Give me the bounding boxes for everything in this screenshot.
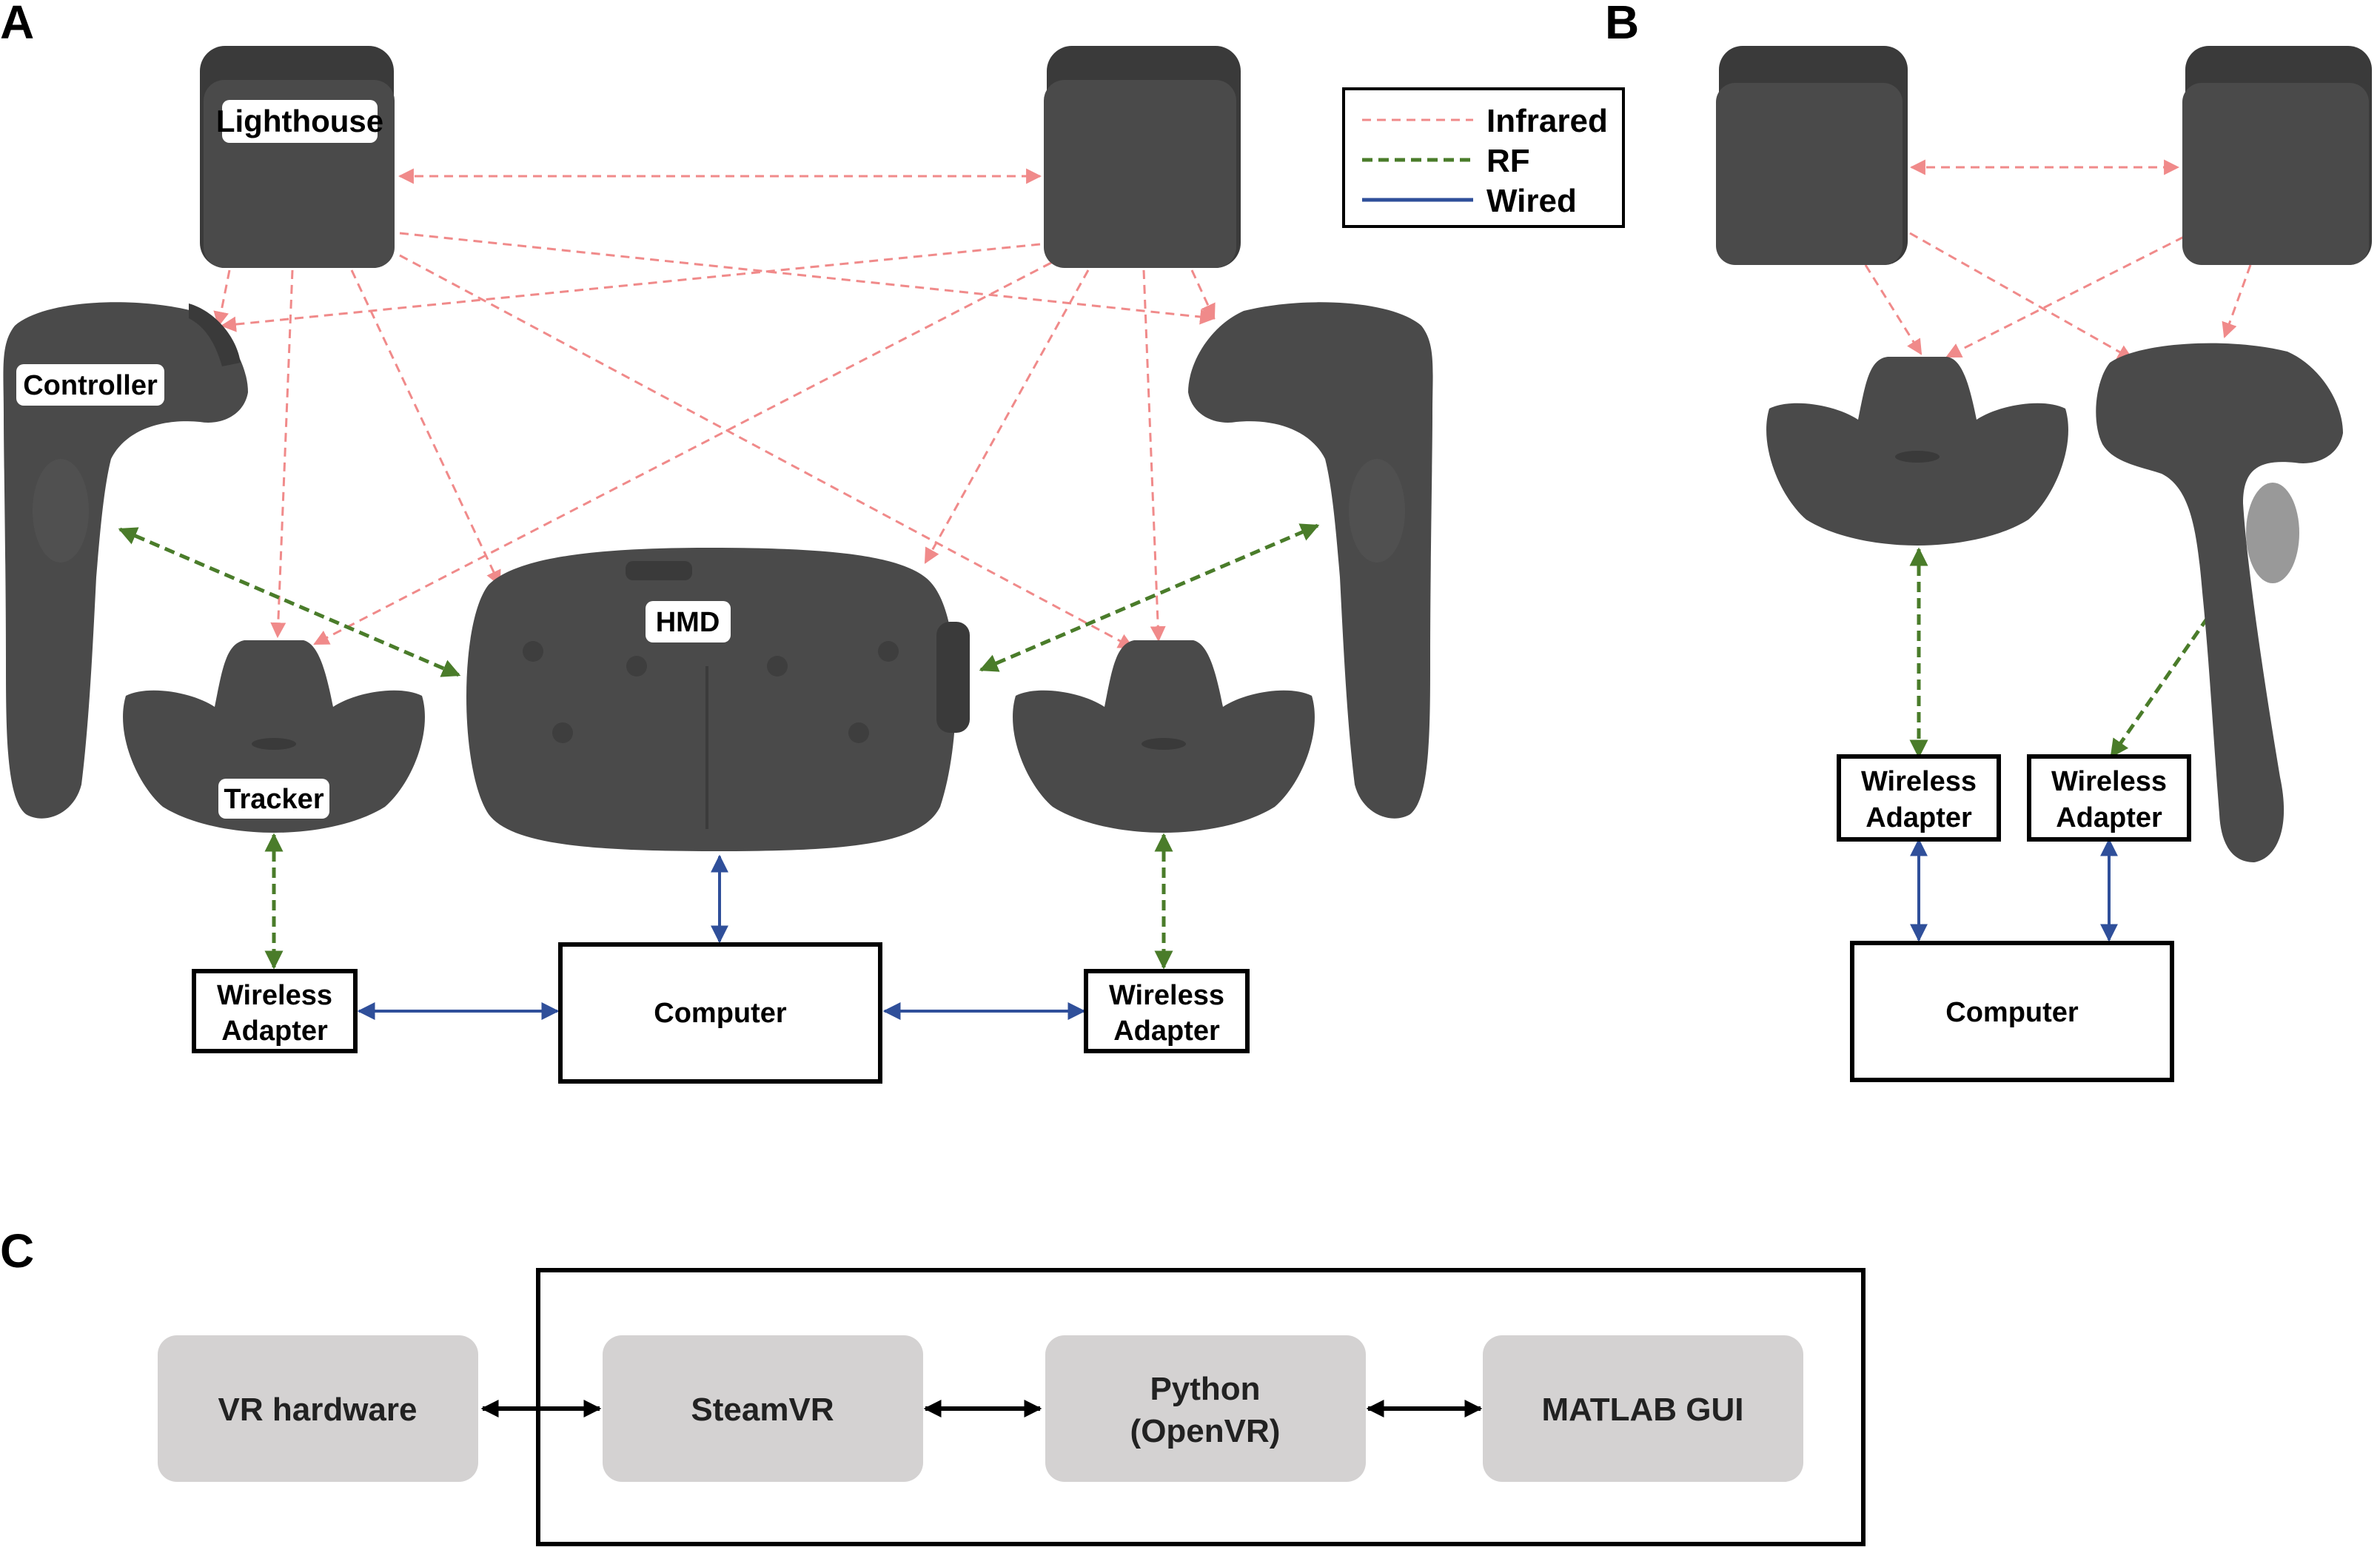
controller-left bbox=[3, 302, 248, 819]
label-tracker: Tracker bbox=[218, 779, 329, 819]
rf-hmd-to-right-controller bbox=[979, 523, 1320, 672]
svg-text:Adapter: Adapter bbox=[1113, 1016, 1220, 1047]
svg-text:Wireless: Wireless bbox=[1109, 980, 1224, 1011]
lighthouse-right-b bbox=[2182, 46, 2372, 265]
ir-right-lh-to-hmd bbox=[924, 269, 1090, 564]
wireless-adapter-left-b: Wireless Adapter bbox=[1837, 754, 2001, 842]
ir-left-lh-to-left-tracker bbox=[270, 269, 294, 639]
ir-b-right-lh-to-controller bbox=[2222, 264, 2252, 338]
ir-left-lh-to-right-controller bbox=[399, 232, 1216, 325]
computer-box-b: Computer bbox=[1850, 941, 2174, 1082]
wireless-adapter-right-b: Wireless Adapter bbox=[2027, 754, 2191, 842]
lighthouse-left bbox=[200, 46, 395, 268]
controller-right bbox=[1188, 302, 1433, 819]
ir-b-left-lh-to-controller bbox=[1909, 232, 2133, 360]
svg-text:Wireless: Wireless bbox=[2051, 766, 2167, 797]
box-vr-hardware: VR hardware bbox=[158, 1335, 478, 1482]
legend-wired-label: Wired bbox=[1486, 183, 1577, 219]
ir-left-lh-to-hmd bbox=[350, 269, 501, 586]
tracker-left bbox=[123, 640, 425, 833]
tracker-b bbox=[1766, 357, 2068, 546]
panel-letter-a: A bbox=[0, 0, 34, 49]
svg-text:VR hardware: VR hardware bbox=[218, 1392, 418, 1428]
label-hmd: HMD bbox=[646, 601, 731, 642]
panel-b-wired-links bbox=[1910, 838, 2118, 942]
panel-b-infrared-links bbox=[1864, 159, 2252, 360]
lighthouse-left-b bbox=[1716, 46, 1908, 265]
legend-infrared-label: Infrared bbox=[1486, 103, 1608, 139]
panel-a-rf-links bbox=[118, 523, 1320, 970]
panel-a-wired-links bbox=[357, 854, 1086, 1020]
ir-right-lh-to-left-controller bbox=[220, 243, 1041, 332]
panel-letter-b: B bbox=[1605, 0, 1639, 49]
label-controller: Controller bbox=[16, 364, 164, 406]
svg-text:SteamVR: SteamVR bbox=[691, 1392, 834, 1428]
computer-box-a: Computer bbox=[558, 942, 882, 1084]
lighthouse-right bbox=[1044, 46, 1241, 268]
ir-right-lh-to-right-controller bbox=[1190, 269, 1216, 320]
svg-text:Wireless: Wireless bbox=[217, 980, 332, 1011]
svg-text:Python: Python bbox=[1150, 1371, 1260, 1407]
svg-text:(OpenVR): (OpenVR) bbox=[1130, 1413, 1281, 1449]
ir-right-lh-to-right-tracker bbox=[1142, 269, 1166, 642]
svg-text:Computer: Computer bbox=[654, 998, 787, 1029]
box-steamvr: SteamVR bbox=[603, 1335, 923, 1482]
wireless-adapter-left-a: Wireless Adapter bbox=[192, 969, 358, 1053]
box-matlab-gui: MATLAB GUI bbox=[1483, 1335, 1803, 1482]
box-python-openvr: Python (OpenVR) bbox=[1045, 1335, 1366, 1482]
panel-a-infrared-links bbox=[213, 168, 1216, 649]
hmd-headset bbox=[466, 548, 970, 851]
svg-text:MATLAB GUI: MATLAB GUI bbox=[1542, 1392, 1744, 1428]
ir-left-lh-to-left-controller bbox=[213, 269, 231, 328]
svg-text:Adapter: Adapter bbox=[2056, 802, 2162, 833]
controller-b bbox=[2096, 343, 2343, 862]
svg-text:Adapter: Adapter bbox=[221, 1016, 328, 1047]
ir-b-left-lh-to-tracker bbox=[1864, 264, 1923, 355]
svg-text:Computer: Computer bbox=[1945, 997, 2079, 1028]
panel-b-rf-links bbox=[1909, 547, 2238, 759]
legend: Infrared RF Wired bbox=[1342, 87, 1625, 228]
legend-rf-label: RF bbox=[1486, 143, 1530, 179]
ir-b-right-lh-to-tracker bbox=[1945, 235, 2185, 358]
tracker-right bbox=[1013, 640, 1315, 833]
svg-text:Controller: Controller bbox=[23, 370, 158, 401]
svg-text:Wireless: Wireless bbox=[1861, 766, 1977, 797]
ir-right-lh-to-left-tracker bbox=[313, 261, 1052, 645]
svg-text:Lighthouse: Lighthouse bbox=[216, 104, 383, 138]
rf-left-controller-to-hmd bbox=[118, 527, 461, 677]
wireless-adapter-right-a: Wireless Adapter bbox=[1084, 969, 1250, 1053]
svg-text:Tracker: Tracker bbox=[224, 784, 324, 815]
svg-text:Adapter: Adapter bbox=[1866, 802, 1972, 833]
panel-letter-c: C bbox=[0, 1224, 34, 1278]
label-lighthouse: Lighthouse bbox=[216, 100, 383, 143]
svg-text:HMD: HMD bbox=[656, 607, 720, 638]
ir-left-lh-to-right-tracker bbox=[399, 254, 1134, 649]
